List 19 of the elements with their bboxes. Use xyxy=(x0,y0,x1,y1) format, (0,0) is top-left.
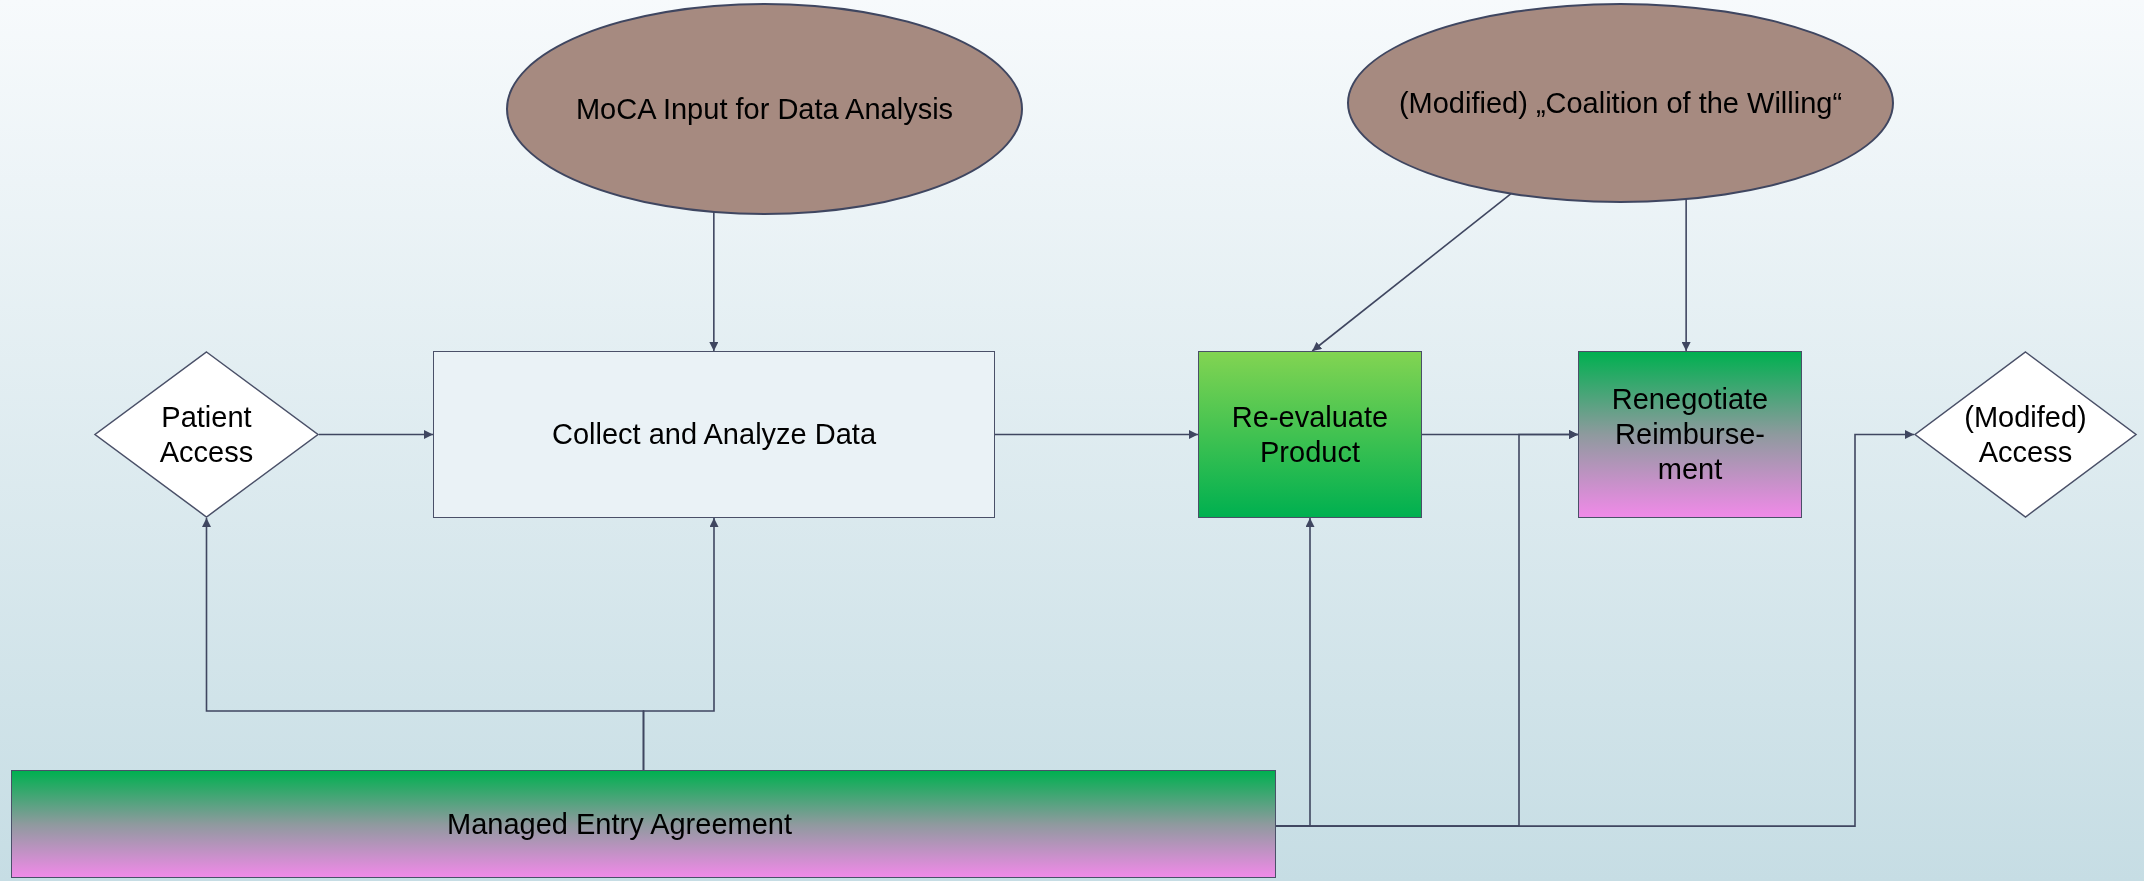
process-box xyxy=(11,770,1276,878)
node-label: (Modified) „Coalition of the Willing“ xyxy=(1398,85,1843,121)
process-box xyxy=(1198,351,1422,518)
arrow xyxy=(642,517,719,771)
node-label: Renegotiate Reimburse- ment xyxy=(1610,382,1770,487)
arrow xyxy=(318,430,434,439)
node-label: Managed Entry Agreement xyxy=(447,806,792,842)
node-label: Re-evaluate Product xyxy=(1230,399,1390,470)
decision-diamond xyxy=(1914,351,2137,518)
arrow xyxy=(1275,430,1915,827)
arrow xyxy=(1311,192,1512,352)
node-label: Patient Access xyxy=(158,399,255,470)
process-box xyxy=(433,351,995,518)
decision-diamond xyxy=(94,351,319,518)
process-box xyxy=(1578,351,1802,518)
node-label: (Modifed) Access xyxy=(1963,399,2088,470)
node-label: MoCA Input for Data Analysis xyxy=(575,91,954,127)
arrow xyxy=(994,430,1199,439)
node-label: Collect and Analyze Data xyxy=(552,417,876,452)
